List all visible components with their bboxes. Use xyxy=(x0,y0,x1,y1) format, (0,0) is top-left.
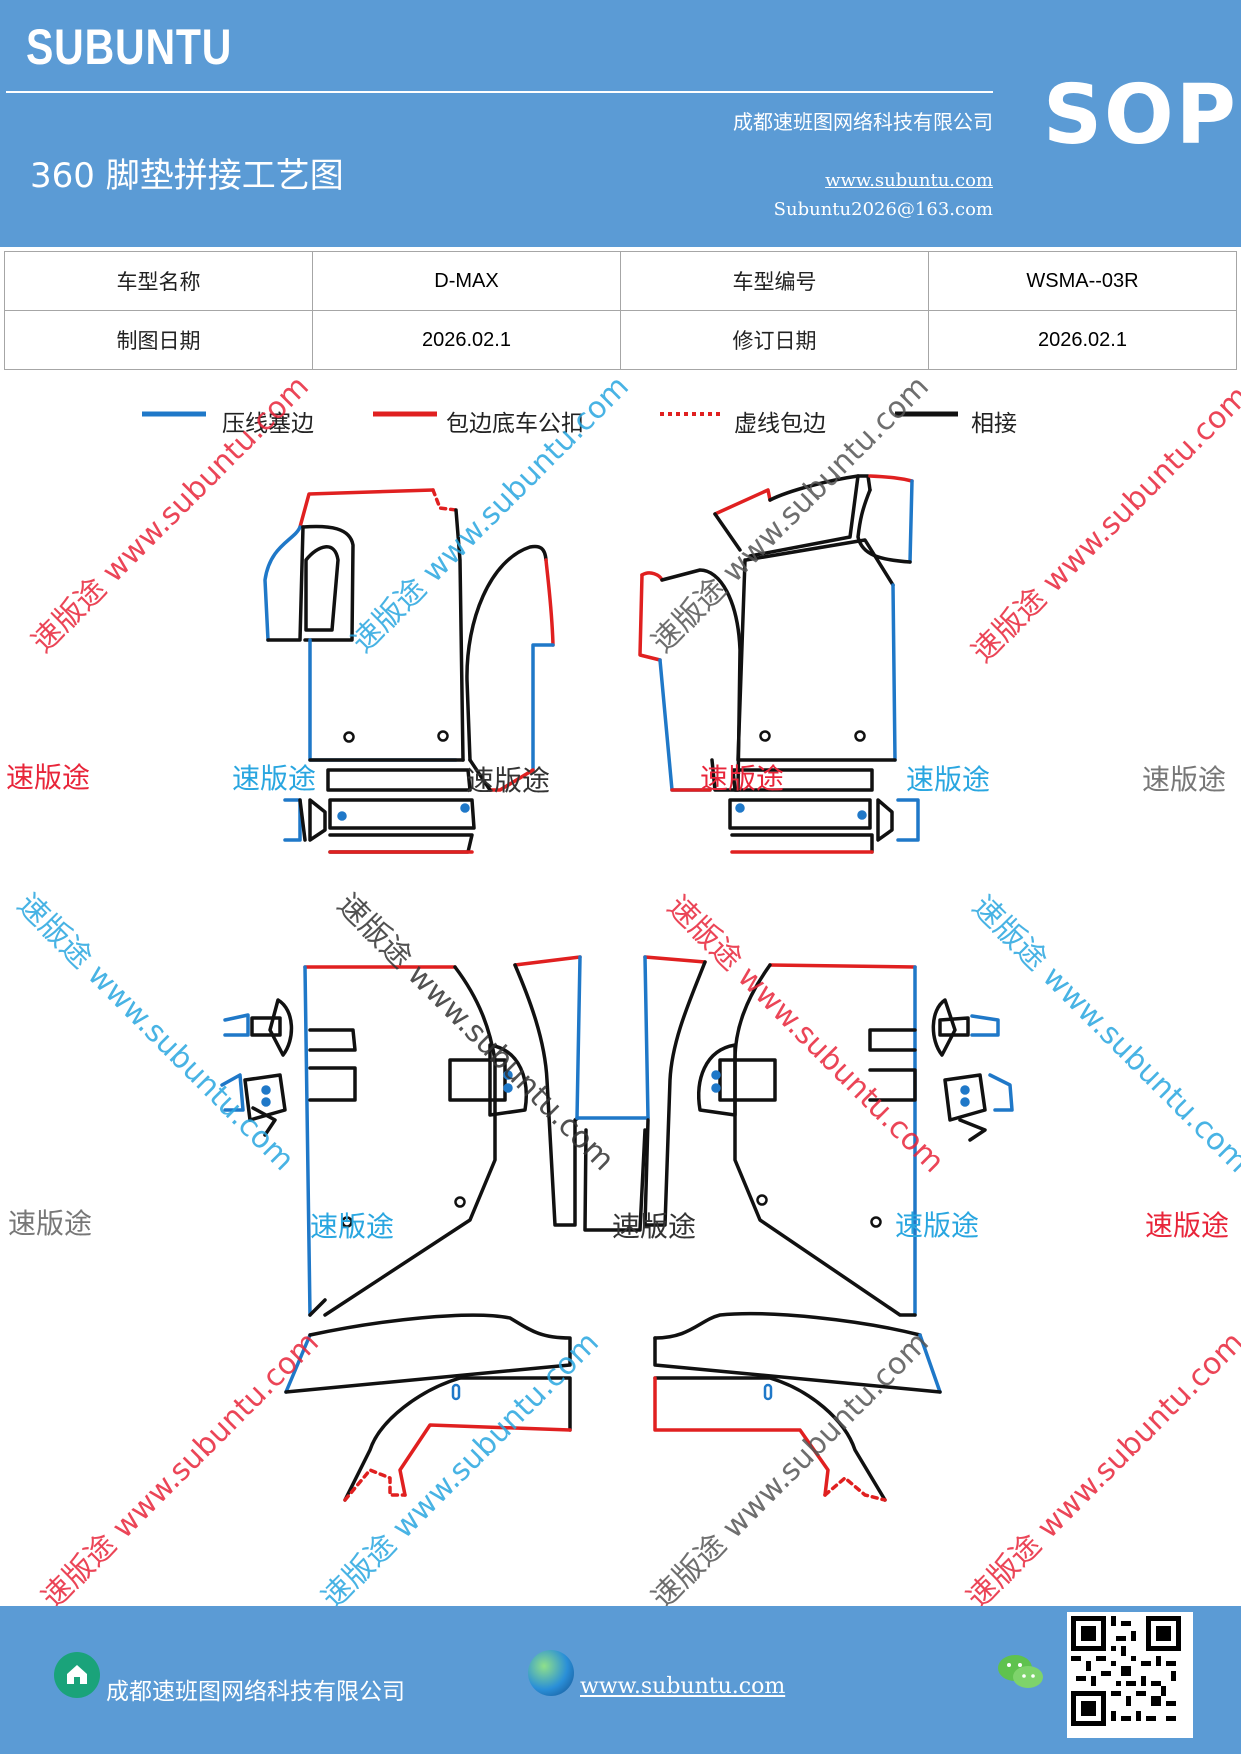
legend-swatches xyxy=(142,411,958,417)
brand-logo: SUBUNTU xyxy=(26,19,233,75)
model-name-label: 车型名称 xyxy=(4,251,313,311)
wechat-icon xyxy=(996,1652,1046,1692)
watermark-brand: 速版途 xyxy=(310,1210,395,1243)
draw-date-value: 2026.02.1 xyxy=(312,310,621,370)
model-code-value: WSMA--03R xyxy=(928,251,1237,311)
rear-left-small-pieces xyxy=(220,998,528,1137)
globe-icon xyxy=(528,1650,574,1696)
watermark-brand: 速版途 xyxy=(906,763,991,796)
model-code-label: 车型编号 xyxy=(620,251,929,311)
watermark-brand: 速版途 xyxy=(6,761,91,794)
table-row: 车型名称 D-MAX 车型编号 WSMA--03R xyxy=(4,251,1237,311)
legend-label: 虚线包边 xyxy=(734,411,826,437)
legend-label: 相接 xyxy=(971,411,1017,437)
rear-right-small-pieces xyxy=(697,998,1014,1142)
revise-date-label: 修订日期 xyxy=(620,310,929,370)
model-name-value: D-MAX xyxy=(312,251,621,311)
front-left-strips xyxy=(283,768,476,854)
watermark-brand: 速版途 xyxy=(700,762,785,795)
watermark-brand: 速版途 xyxy=(895,1209,980,1242)
email-address: Subuntu2026@163.com xyxy=(773,199,993,220)
watermark-brand: 速版途 xyxy=(612,1210,697,1243)
table-row: 制图日期 2026.02.1 修订日期 2026.02.1 xyxy=(4,310,1237,370)
footer-company: 成都速班图网络科技有限公司 xyxy=(106,1679,405,1705)
footer-website-link[interactable]: www.subuntu.com xyxy=(580,1674,786,1699)
rear-floor-right xyxy=(653,1311,942,1502)
watermark-brand: 速版途 xyxy=(466,764,551,797)
doc-type-label: SOP xyxy=(1043,68,1238,163)
page-title: 360 脚垫拼接工艺图 xyxy=(30,156,344,196)
home-icon xyxy=(54,1652,100,1698)
rear-floor-left xyxy=(284,1313,572,1502)
tunnel-pieces xyxy=(513,955,707,1232)
front-right-mat xyxy=(638,474,914,792)
legend-label: 压线塞边 xyxy=(222,411,314,437)
legend-label: 包边底车公扣 xyxy=(446,411,584,437)
info-table: 车型名称 D-MAX 车型编号 WSMA--03R 制图日期 2026.02.1… xyxy=(4,251,1237,370)
revise-date-value: 2026.02.1 xyxy=(928,310,1237,370)
qr-code xyxy=(1067,1612,1193,1738)
front-right-strips xyxy=(728,768,920,854)
company-name: 成都速班图网络科技有限公司 xyxy=(733,110,993,134)
website-link[interactable]: www.subuntu.com xyxy=(825,170,993,191)
watermark-brand: 速版途 xyxy=(1142,763,1227,796)
rear-left-mat xyxy=(303,965,497,1317)
watermark-brand: 速版途 xyxy=(232,762,317,795)
rear-right-mat xyxy=(733,963,917,1317)
front-left-mat xyxy=(263,488,555,792)
watermark-brand: 速版途 xyxy=(8,1207,93,1240)
header-banner: SUBUNTU SOP 360 脚垫拼接工艺图 成都速班图网络科技有限公司 ww… xyxy=(0,0,1241,247)
header-divider xyxy=(6,91,993,93)
watermark-brand: 速版途 xyxy=(1145,1209,1230,1242)
draw-date-label: 制图日期 xyxy=(4,310,313,370)
